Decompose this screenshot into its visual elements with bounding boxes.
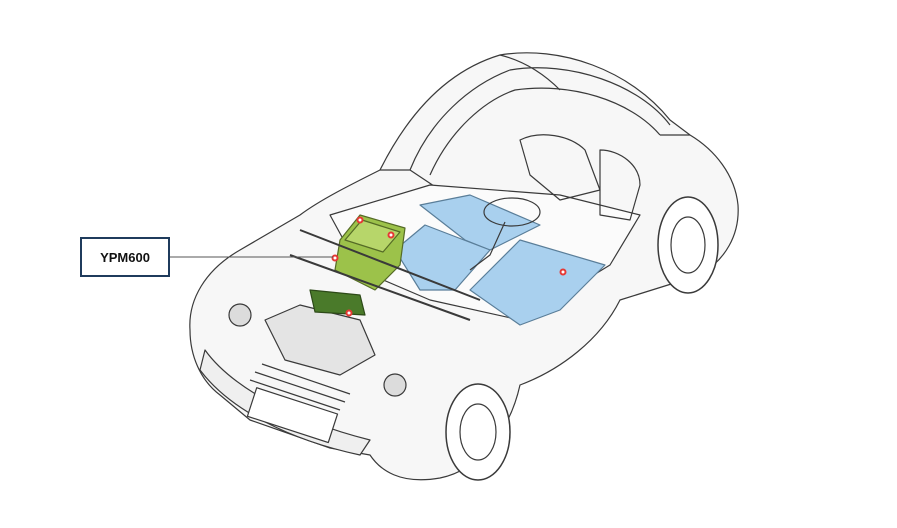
front-crossbar (289, 229, 481, 321)
headlight-left (228, 303, 252, 327)
roof-rail (499, 54, 690, 136)
controller-module-top (344, 219, 401, 253)
grille (249, 363, 351, 411)
battery-pack-rear (469, 239, 606, 326)
marker-module-2 (387, 231, 395, 239)
headlight-right (383, 373, 407, 397)
motor-assembly (264, 304, 376, 376)
lower-module (309, 289, 366, 316)
callout-label: YPM600 (100, 249, 150, 265)
callout-label-box: YPM600 (80, 237, 170, 277)
battery-pack-front (419, 194, 541, 251)
marker-module-1 (356, 216, 364, 224)
marker-module-3 (331, 254, 339, 262)
seat-back-right (599, 149, 641, 221)
seat-right (519, 134, 601, 201)
steering-wheel (483, 197, 541, 227)
wheel-rear-hub (670, 216, 706, 274)
license-plate (246, 387, 339, 444)
marker-battery (559, 268, 567, 276)
wheel-front-hub (459, 403, 497, 461)
marker-lower (345, 309, 353, 317)
windshield-frame (409, 67, 671, 176)
battery-pack-middle (394, 224, 491, 291)
steering-column (469, 221, 506, 271)
